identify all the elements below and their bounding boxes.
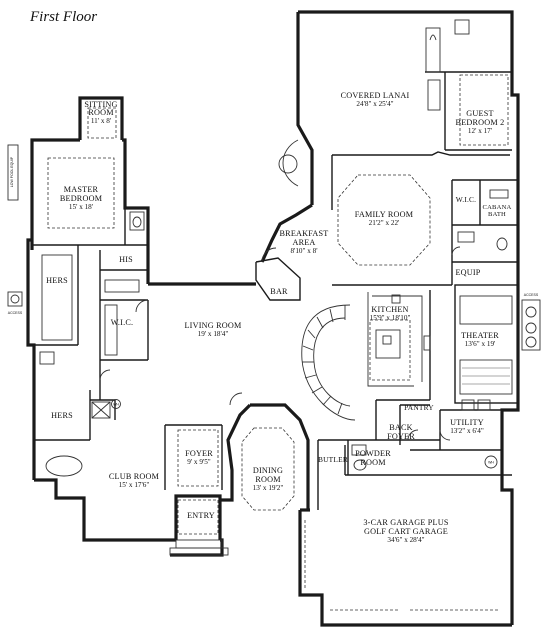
room-dims: 13'6" x 19'	[465, 340, 496, 348]
room-dims: 34'6" x 28'4"	[387, 536, 424, 544]
room-name: SITTING	[84, 100, 117, 109]
room-kitchen: KITCHEN 15'9" x 18'10"	[370, 305, 411, 322]
room-name-2: ROOM	[360, 458, 386, 467]
room-name: THEATER	[461, 331, 499, 340]
room-name: BREAKFAST	[280, 229, 329, 238]
room-entry: ENTRY	[187, 511, 215, 520]
room-dims: 11' x 8'	[91, 117, 111, 125]
room-name: POWDER	[355, 449, 391, 458]
access-note-right: ACCESS	[524, 293, 539, 297]
room-covered-lanai: COVERED LANAI 24'8" x 25'4"	[341, 91, 410, 108]
room-dims: 9' x 9'5"	[187, 458, 211, 466]
room-club-room: CLUB ROOM 15' x 17'6"	[109, 472, 160, 489]
room-name: CLUB ROOM	[109, 472, 160, 481]
room-name: FAMILY ROOM	[355, 210, 414, 219]
room-name-2: AREA	[292, 238, 315, 247]
room-name-2: BATH	[488, 211, 506, 218]
water-heater-marker-2: WH	[488, 461, 494, 465]
door-swings	[99, 246, 461, 441]
room-dims: 24'8" x 25'4"	[356, 100, 393, 108]
room-dims: 13' x 19'2"	[253, 484, 284, 492]
pool-equip-note: LOW POOL EQUIP	[10, 156, 14, 187]
room-dims: 13'2" x 6'4"	[450, 427, 484, 435]
room-dims: 21'2" x 22'	[369, 219, 400, 227]
room-name: CABANA	[482, 204, 511, 211]
room-equip: EQUIP	[455, 268, 480, 277]
room-wic-master: W.I.C.	[111, 318, 134, 327]
room-hers-closet: HERS	[46, 276, 68, 285]
room-name: DINING	[253, 466, 283, 475]
room-hers-bath: HERS	[51, 411, 73, 420]
room-name: 3-CAR GARAGE PLUS	[363, 518, 449, 527]
room-cabana-bath: CABANA BATH	[482, 204, 511, 218]
water-heater-marker-1: WH	[113, 403, 119, 407]
access-note-left: ACCESS	[8, 311, 23, 315]
room-name-2: ROOM	[255, 475, 281, 484]
room-foyer: FOYER 9' x 9'5"	[185, 449, 213, 466]
room-guest-bedroom-2: GUEST BEDROOM 2 12' x 17'	[456, 109, 505, 135]
room-dims: 19' x 18'4"	[198, 330, 229, 338]
room-dims: 15' x 17'6"	[119, 481, 150, 489]
room-pantry: PANTRY	[404, 403, 434, 412]
room-breakfast-area: BREAKFAST AREA 8'10" x 8'	[280, 229, 329, 255]
room-name: BACK	[389, 423, 413, 432]
room-his: HIS	[119, 255, 133, 264]
room-name-2: FOYER	[387, 432, 415, 441]
room-sitting-room: SITTING ROOM 11' x 8'	[84, 100, 117, 125]
room-name: UTILITY	[450, 418, 484, 427]
room-master-bedroom: MASTER BEDROOM 15' x 18'	[60, 185, 103, 211]
room-dims: 15'9" x 18'10"	[370, 314, 411, 322]
room-living-room: LIVING ROOM 19' x 18'4"	[184, 321, 242, 338]
room-name: FOYER	[185, 449, 213, 458]
ceiling-outlines	[47, 74, 509, 535]
room-name-2: GOLF CART GARAGE	[364, 527, 448, 536]
room-name: COVERED LANAI	[341, 91, 410, 100]
room-back-foyer: BACK FOYER	[387, 423, 415, 441]
room-utility: UTILITY 13'2" x 6'4"	[450, 418, 484, 435]
garage-door-marks	[304, 520, 500, 611]
floor-title: First Floor	[29, 9, 97, 25]
room-dining-room: DINING ROOM 13' x 19'2"	[253, 466, 284, 492]
room-family-room: FAMILY ROOM 21'2" x 22'	[355, 210, 414, 227]
room-wic-cabana: W.I.C.	[456, 195, 476, 204]
lanai-arc	[282, 139, 299, 187]
room-name: GUEST	[466, 109, 493, 118]
room-name-2: BEDROOM 2	[456, 118, 505, 127]
room-butler: BUTLER	[318, 455, 348, 464]
room-name-2: BEDROOM	[60, 194, 103, 203]
room-dims: 8'10" x 8'	[290, 247, 317, 255]
room-theater: THEATER 13'6" x 19'	[461, 331, 499, 348]
room-bar: BAR	[270, 287, 288, 296]
room-labels: COVERED LANAI 24'8" x 25'4" GUEST BEDROO…	[46, 91, 511, 544]
room-dims: 15' x 18'	[69, 203, 93, 211]
room-name: KITCHEN	[371, 305, 408, 314]
room-garage: 3-CAR GARAGE PLUS GOLF CART GARAGE 34'6"…	[363, 518, 449, 544]
fixtures	[7, 19, 541, 556]
room-powder-room: POWDER ROOM	[355, 449, 391, 467]
room-name-2: ROOM	[88, 108, 114, 117]
room-name: MASTER	[64, 185, 99, 194]
room-dims: 12' x 17'	[468, 127, 492, 135]
room-name: LIVING ROOM	[184, 321, 242, 330]
